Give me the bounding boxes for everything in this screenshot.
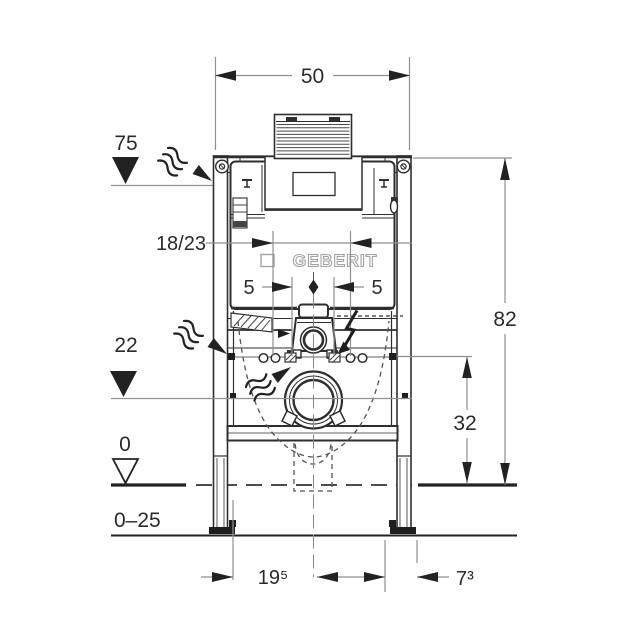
pan-fixing-row: [228, 350, 472, 364]
dim-water-supply-range: 18/23: [156, 233, 206, 255]
protection-box: [273, 113, 353, 160]
centerline: [308, 272, 319, 577]
frame-leg-right: [389, 455, 416, 534]
inspection-window: [292, 171, 336, 197]
flex-arrow-icon: [173, 319, 227, 354]
dim-frame-width: 50: [301, 65, 324, 88]
pan-bracket-mechanism: [228, 312, 403, 349]
logo-square: [260, 253, 275, 268]
latch-arrow-icon: [278, 329, 290, 338]
fill-valve-icon: [232, 179, 252, 229]
hatched-bracket: [230, 312, 273, 333]
level-triangle-open-icon: [111, 458, 140, 485]
screw-icon: [396, 159, 411, 174]
mounting-frame: [209, 155, 416, 534]
foot-plate: [390, 527, 416, 534]
dim-offset-right: 5: [371, 277, 382, 299]
level-0-label: 0: [119, 433, 131, 456]
dim-center-to-foot: 19⁵: [258, 567, 289, 589]
frame-rail-right: [396, 155, 412, 529]
flush-pipe-elbow: [290, 303, 338, 359]
foot-plate: [209, 527, 235, 534]
lightning-arrow-icon: [337, 309, 359, 354]
dim-pan-support-height: 32: [453, 412, 476, 435]
level-22-label: 22: [114, 334, 137, 357]
outlet-pipe-dashed: [293, 443, 333, 492]
dimension-frame-height: 82: [413, 157, 517, 485]
centerline-diamond-icon: [308, 279, 319, 295]
level-75-label: 75: [114, 132, 137, 155]
level-marker-75: 75: [111, 132, 213, 187]
flex-arrow-icon: [244, 367, 291, 402]
dimension-center-offsets: 5 5: [243, 277, 383, 356]
flush-valve-icon: [379, 179, 399, 214]
dim-offset-left: 5: [243, 277, 254, 299]
level-marker-floor-range: 0–25: [114, 509, 161, 532]
dimension-pan-support: 32: [453, 357, 477, 483]
level-triangle-filled-icon: [110, 371, 137, 397]
dimension-foot-positions: 19⁵ 7³: [201, 500, 474, 592]
level-marker-22: 22: [110, 334, 412, 400]
dim-foot-zone: 7³: [456, 568, 474, 590]
brand-logo: GEBERIT: [293, 251, 378, 271]
level-triangle-filled-icon: [112, 157, 139, 184]
floor-range-label: 0–25: [114, 509, 161, 532]
flex-arrow-icon: [157, 146, 212, 181]
dim-frame-height: 82: [493, 308, 516, 331]
level-marker-0: 0: [111, 433, 140, 485]
dimension-frame-width: 50: [214, 57, 411, 150]
concealed-cistern: GEBERIT: [229, 113, 399, 310]
screw-icon: [214, 159, 229, 174]
